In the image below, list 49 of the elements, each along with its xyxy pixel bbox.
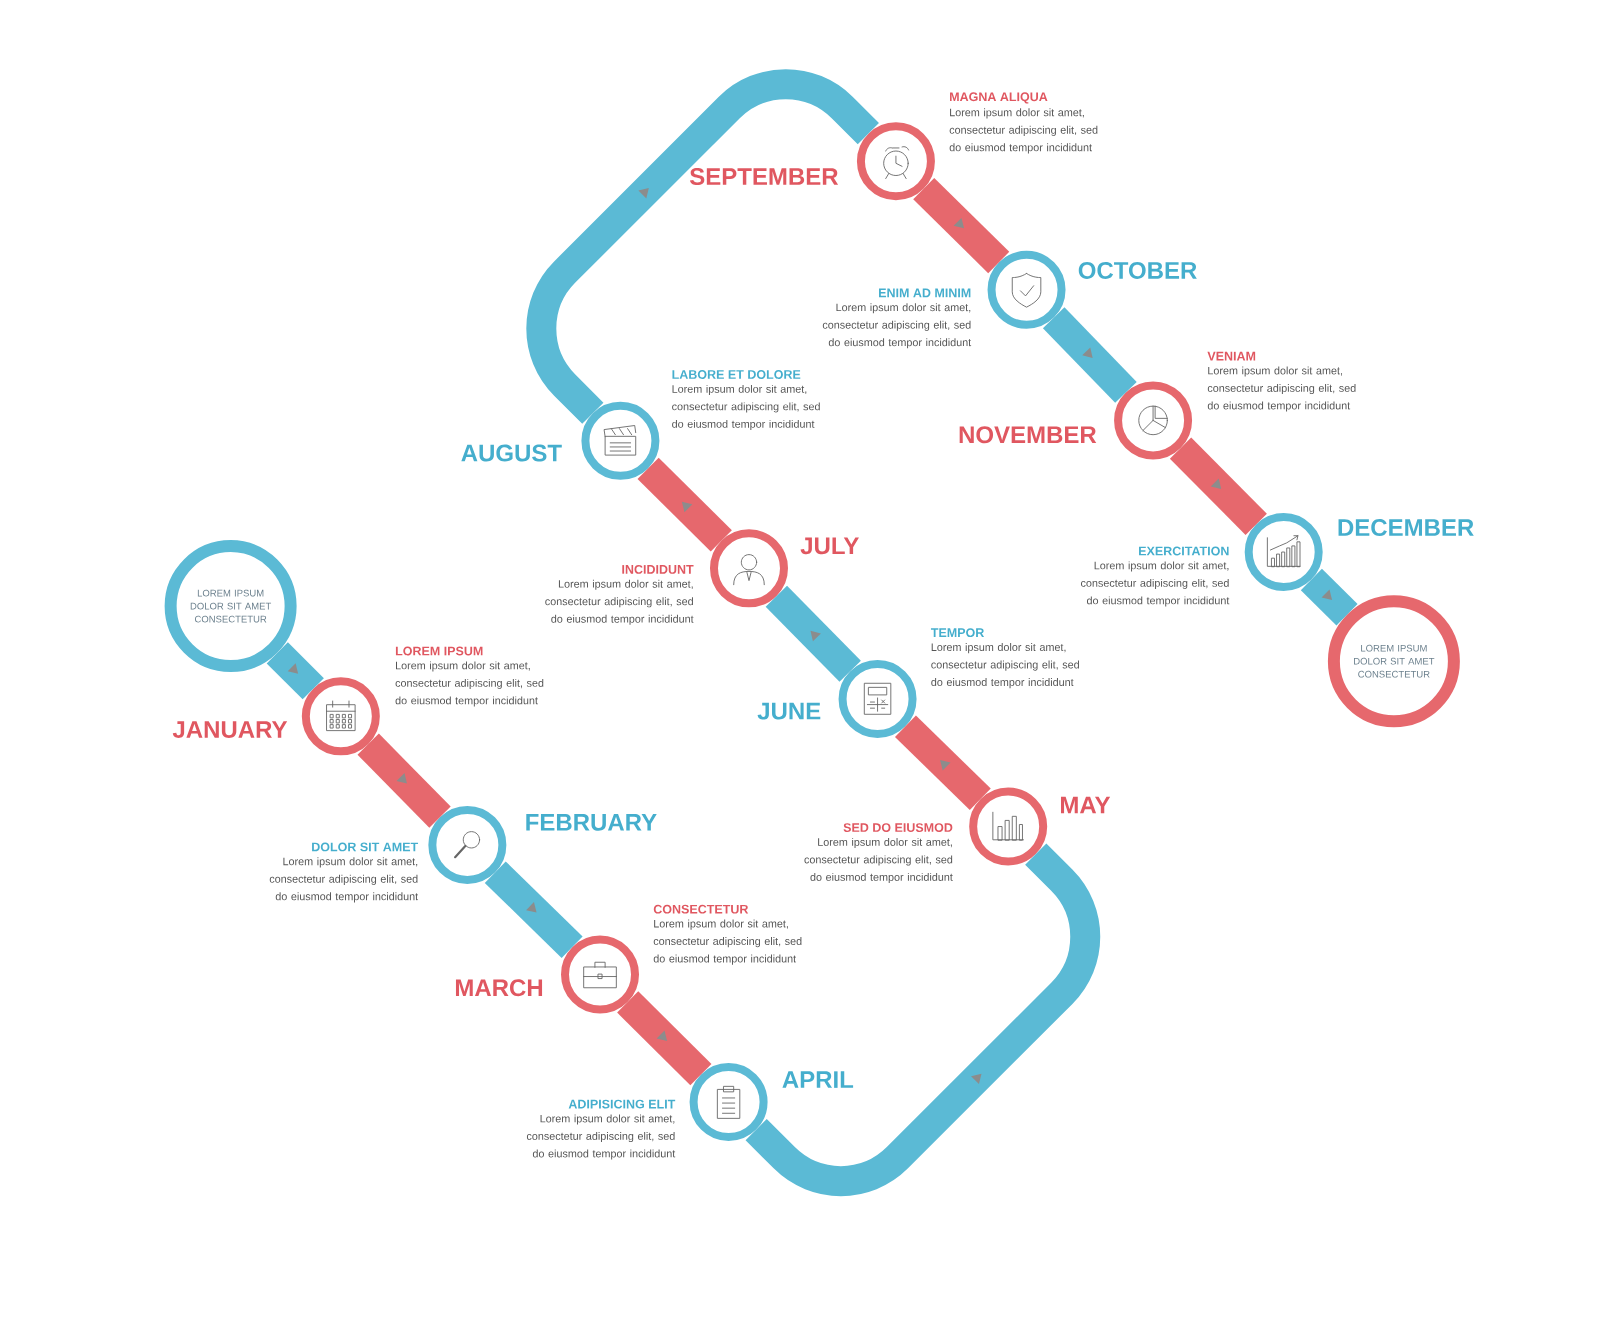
- path-band: [484, 861, 583, 959]
- path-band: [895, 715, 991, 811]
- month-label: NOVEMBER: [959, 426, 1097, 444]
- step-description: Lorem ipsum dolor sit amet, consectetur adipiscing elit, sed do eiusmod tempor incididunt: [395, 661, 544, 707]
- step-description: Lorem ipsum dolor sit amet, consectetur adipiscing elit, sed do eiusmod tempor incididunt: [269, 857, 419, 903]
- step-description: Lorem ipsum dolor sit amet, consectetur adipiscing elit, sed do eiusmod tempor incididunt: [653, 919, 802, 965]
- step-description: Lorem ipsum dolor sit amet, consectetur adipiscing elit, sed do eiusmod tempor incididunt: [545, 579, 694, 625]
- step-description: Lorem ipsum dolor sit amet, consectetur adipiscing elit, sed do eiusmod tempor incididunt: [931, 643, 1079, 689]
- month-label: MARCH: [455, 979, 543, 997]
- month-label: OCTOBER: [1078, 262, 1197, 279]
- step-heading: LABORE ET DOLORE: [672, 370, 801, 379]
- path-band: [1169, 437, 1267, 535]
- step-description: Lorem ipsum dolor sit amet, consectetur adipiscing elit, sed do eiusmod tempor incididunt: [526, 1114, 676, 1160]
- step-heading: SED DO EIUSMOD: [843, 823, 953, 833]
- month-label: DECEMBER: [1338, 519, 1474, 537]
- step-heading: DOLOR SIT AMET: [312, 842, 419, 852]
- path-band: [617, 991, 712, 1086]
- month-label: APRIL: [782, 1071, 854, 1088]
- path-band: [1300, 568, 1358, 626]
- step-heading: INCIDIDUNT: [622, 565, 694, 574]
- month-label: JUNE: [757, 702, 821, 720]
- step-heading: TEMPOR: [930, 628, 985, 638]
- month-label: AUGUST: [461, 444, 562, 462]
- path-band: [357, 733, 451, 828]
- step-description: Lorem ipsum dolor sit amet, consectetur adipiscing elit, sed do eiusmod tempor incididunt: [822, 303, 972, 349]
- step-heading: MAGNA ALIQUA: [950, 92, 1048, 104]
- step-heading: VENIAM: [1207, 351, 1256, 361]
- step-heading: EXERCITATION: [1139, 546, 1229, 556]
- step-heading: ADIPISICING ELIT: [568, 1099, 676, 1109]
- step-description: Lorem ipsum dolor sit amet, consectetur adipiscing elit, sed do eiusmod tempor incididunt: [949, 108, 1098, 154]
- month-label: MAY: [1061, 796, 1111, 814]
- path-band: [266, 642, 324, 700]
- path-band: [526, 69, 879, 424]
- step-heading: ENIM AD MINIM: [879, 288, 971, 298]
- step-heading: LOREM IPSUM: [395, 646, 483, 656]
- path-band: [745, 843, 1101, 1197]
- step-description: Lorem ipsum dolor sit amet, consectetur adipiscing elit, sed do eiusmod tempor incididunt: [804, 838, 953, 884]
- step-heading: CONSECTETUR: [653, 904, 749, 914]
- path-band: [1042, 307, 1137, 403]
- path-band: [637, 457, 732, 552]
- month-label: SEPTEMBER: [689, 168, 839, 186]
- path-band: [765, 585, 861, 682]
- step-description: Lorem ipsum dolor sit amet, consectetur adipiscing elit, sed do eiusmod tempor incididunt: [672, 384, 820, 431]
- path-band: [913, 177, 1010, 274]
- step-description: Lorem ipsum dolor sit amet, consectetur adipiscing elit, sed do eiusmod tempor incididunt: [1207, 366, 1356, 412]
- month-label: JANUARY: [172, 721, 288, 739]
- month-label: JULY: [800, 537, 859, 555]
- step-description: Lorem ipsum dolor sit amet, consectetur adipiscing elit, sed do eiusmod tempor incididunt: [1081, 561, 1230, 607]
- month-label: FEBRUARY: [526, 814, 657, 831]
